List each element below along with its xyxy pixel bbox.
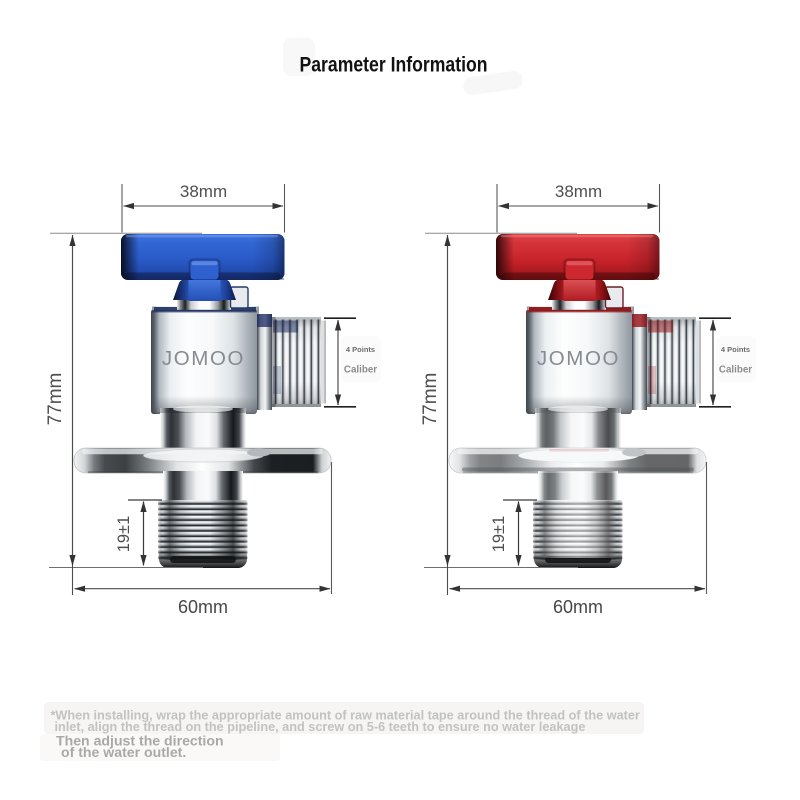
svg-text:*When installing, wrap the app: *When installing, wrap the appropriate a… xyxy=(51,709,640,723)
svg-text:Then adjust the direction: Then adjust the direction xyxy=(56,733,224,749)
svg-text:Parameter Information: Parameter Information xyxy=(300,53,488,77)
svg-text:inlet, align the thread on the: inlet, align the thread on the pipeline,… xyxy=(55,720,586,734)
svg-text:of the water outlet.: of the water outlet. xyxy=(61,744,186,760)
